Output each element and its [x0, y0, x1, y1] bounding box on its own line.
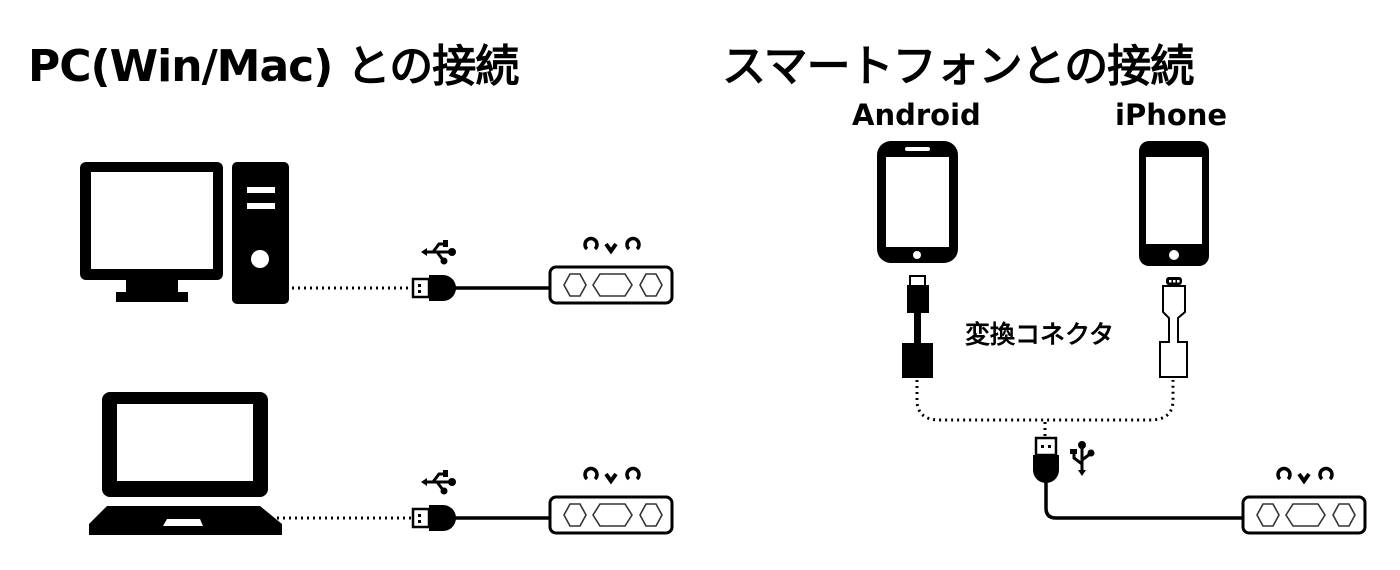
lightning-adapter-icon: [1159, 277, 1188, 378]
iphone-icon: [1139, 141, 1209, 266]
pc-section-title: PC(Win/Mac) との接続: [28, 41, 519, 92]
android-label: Android: [852, 98, 981, 132]
adapter-label: 変換コネクタ: [965, 320, 1115, 349]
iphone-label: iPhone: [1115, 98, 1228, 132]
controller-hub-icon: [548, 236, 674, 305]
controller-hub-icon: [548, 466, 674, 535]
dotted-cable: [915, 380, 1175, 422]
usb-plug-icon: [1033, 436, 1059, 483]
usb-cable: [1044, 482, 1245, 520]
desktop-computer-icon: [80, 162, 289, 304]
controller-hub-icon: [1241, 466, 1367, 535]
usb-icon: [419, 238, 458, 266]
usb-plug-icon: [411, 503, 458, 533]
usb-icon: [1068, 439, 1096, 478]
smartphone-section-title: スマートフォンとの接続: [722, 41, 1194, 92]
usb-icon: [419, 468, 458, 496]
android-phone-icon: [877, 141, 958, 263]
laptop-icon: [89, 392, 282, 535]
usb-plug-icon: [411, 273, 458, 303]
usb-otg-adapter-icon: [902, 275, 933, 378]
